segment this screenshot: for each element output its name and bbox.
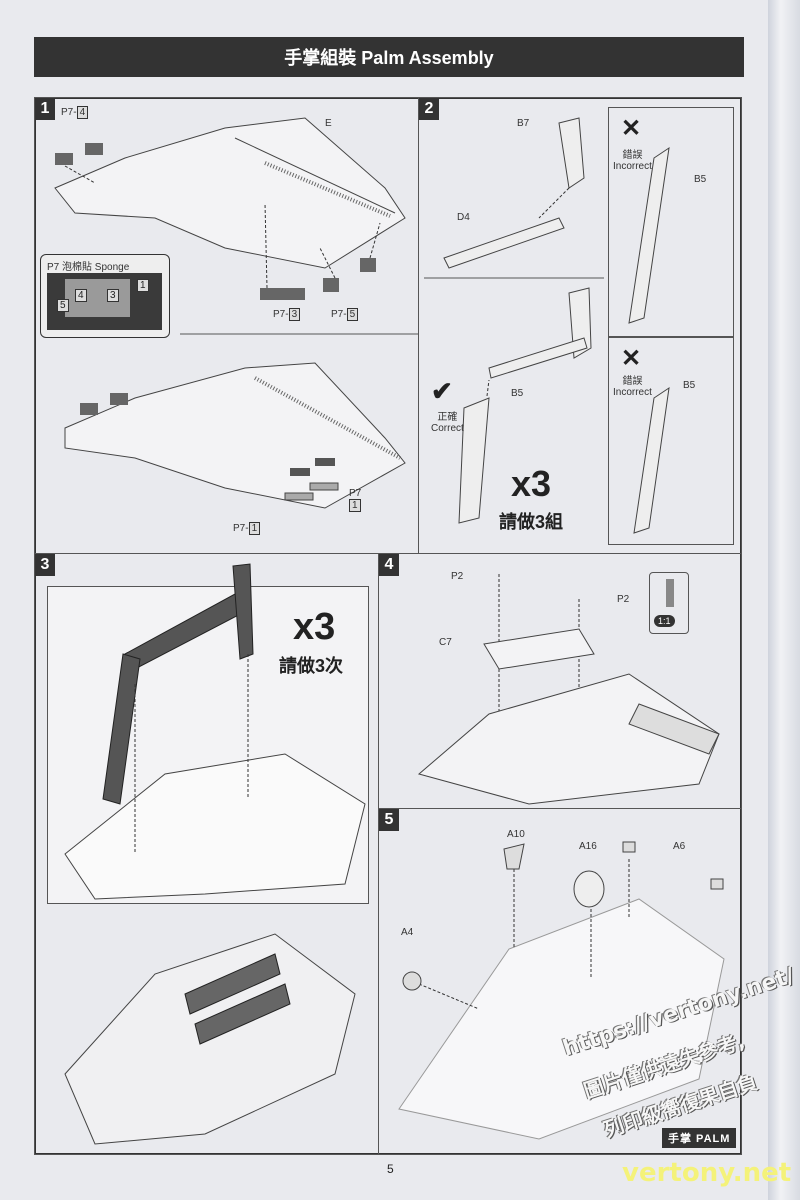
part-label-e: E bbox=[325, 118, 332, 129]
part-label-p2: P2 bbox=[617, 594, 630, 605]
palm-with-links-drawing bbox=[64, 563, 366, 1145]
part-label-a6: A6 bbox=[673, 841, 686, 852]
cap-assembly-drawing bbox=[398, 841, 725, 1140]
cross-icon: ✕ bbox=[621, 115, 642, 142]
page-number: 5 bbox=[387, 1162, 394, 1176]
section-tag: 手掌 PALM bbox=[662, 1128, 737, 1148]
part-label-p7-3: P7-3 bbox=[273, 308, 301, 321]
palm-frame-drawing bbox=[54, 117, 418, 509]
multiplier: x3 bbox=[511, 463, 552, 504]
watermark-site: vertony.net bbox=[622, 1158, 792, 1188]
page-title: 手掌組裝 Palm Assembly bbox=[34, 37, 744, 77]
step-number: 4 bbox=[379, 554, 399, 576]
repeat-note: 請做3組 bbox=[499, 512, 564, 532]
screw-scale-box: 1:1 bbox=[649, 572, 689, 634]
step-number: 1 bbox=[35, 98, 55, 120]
sponge-cell-3: 3 bbox=[107, 289, 119, 302]
cross-icon: ✕ bbox=[621, 345, 642, 372]
finger-link-drawing bbox=[424, 117, 670, 534]
screw-assembly-drawing bbox=[417, 574, 720, 805]
sponge-title: P7 泡棉貼 Sponge bbox=[47, 262, 130, 273]
screw-icon bbox=[666, 579, 674, 607]
sponge-sheet: 1 4 3 5 bbox=[47, 273, 162, 330]
step-5-panel: 5 A10 A16 A6 A4 bbox=[378, 808, 742, 1155]
part-label-a4: A4 bbox=[401, 927, 414, 938]
repeat-note: 請做3次 bbox=[279, 656, 344, 676]
part-label-p2: P2 bbox=[451, 571, 464, 582]
part-label-a16: A16 bbox=[579, 841, 597, 852]
part-label-p7-1: P7-1 bbox=[233, 522, 261, 535]
step-4-panel: 4 P2 P2 C7 1:1 bbox=[378, 553, 742, 809]
part-label-b5: B5 bbox=[683, 380, 696, 391]
page-edge bbox=[768, 0, 800, 1200]
part-label-c7: C7 bbox=[439, 637, 452, 648]
check-icon: ✔ bbox=[431, 376, 453, 406]
sponge-cell-5: 5 bbox=[57, 299, 69, 312]
part-label-p7-4: P7-4 bbox=[61, 106, 89, 119]
part-label-b5: B5 bbox=[694, 174, 707, 185]
sponge-cell-1: 1 bbox=[137, 279, 149, 292]
part-label-a10: A10 bbox=[507, 829, 525, 840]
multiplier: x3 bbox=[293, 606, 336, 648]
sponge-sheet-inset: P7 泡棉貼 Sponge 1 4 3 5 bbox=[40, 254, 170, 338]
step-number: 2 bbox=[419, 98, 439, 120]
part-label-b7: B7 bbox=[517, 118, 530, 129]
part-label-d4: D4 bbox=[457, 212, 470, 223]
scale-label: 1:1 bbox=[654, 615, 675, 627]
step-number: 3 bbox=[35, 554, 55, 576]
sponge-cell-4: 4 bbox=[75, 289, 87, 302]
part-label-p7-5: P7-5 bbox=[331, 308, 359, 321]
part-label-b5: B5 bbox=[511, 388, 524, 399]
step-3-panel: 3 x3 請做3次 bbox=[34, 553, 379, 1155]
step-number: 5 bbox=[379, 809, 399, 831]
